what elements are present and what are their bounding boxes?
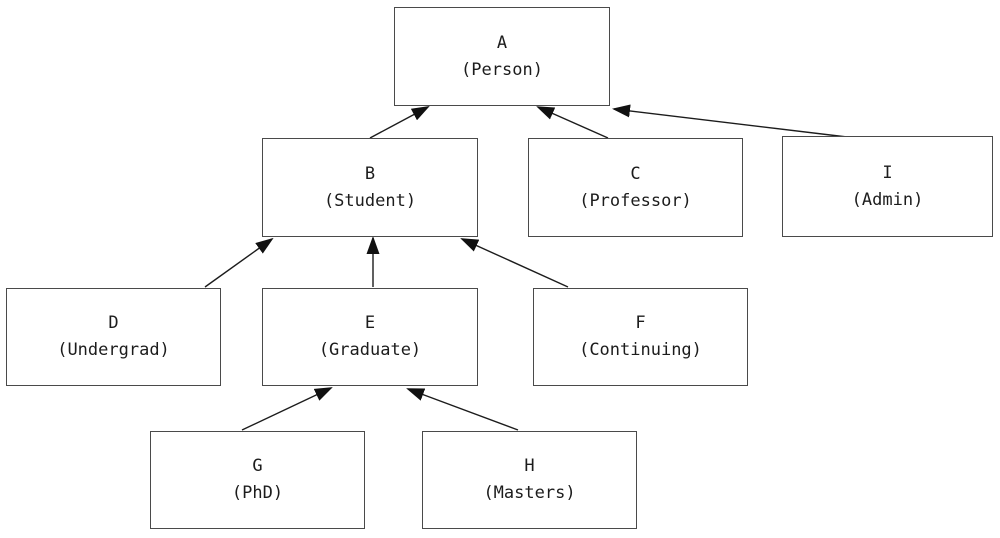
- node-G: G (PhD): [150, 431, 365, 529]
- node-B: B (Student): [262, 138, 478, 237]
- node-sublabel: (Masters): [483, 483, 576, 503]
- edge-G-to-E: [241, 387, 333, 431]
- node-C: C (Professor): [528, 138, 743, 237]
- node-E: E (Graduate): [262, 288, 478, 386]
- node-F: F (Continuing): [533, 288, 748, 386]
- node-label: C: [630, 163, 641, 184]
- node-label: B: [364, 163, 376, 184]
- node-sublabel: (Person): [461, 59, 543, 80]
- node-label: F: [635, 313, 646, 333]
- node-A: A (Person): [394, 7, 610, 106]
- edge-F-to-B: [460, 238, 569, 288]
- node-sublabel: (PhD): [231, 483, 284, 503]
- edge-D-to-B: [204, 237, 274, 288]
- node-label: E: [364, 313, 376, 333]
- node-label: H: [524, 456, 535, 476]
- edge-I-to-A: [612, 104, 848, 138]
- node-label: G: [252, 456, 263, 476]
- edge-B-to-A: [369, 106, 430, 139]
- node-label: D: [108, 313, 119, 333]
- edge-C-to-A: [536, 106, 609, 139]
- node-label: A: [496, 32, 508, 53]
- node-sublabel: (Graduate): [318, 340, 422, 360]
- node-H: H (Masters): [422, 431, 637, 529]
- node-sublabel: (Professor): [579, 190, 692, 211]
- node-sublabel: (Admin): [851, 189, 924, 210]
- node-sublabel: (Continuing): [579, 340, 702, 360]
- node-sublabel: (Undergrad): [57, 340, 170, 360]
- node-label: I: [882, 162, 893, 183]
- edge-H-to-E: [406, 388, 519, 431]
- node-sublabel: (Student): [323, 190, 417, 211]
- node-D: D (Undergrad): [6, 288, 221, 386]
- node-I: I (Admin): [782, 136, 993, 237]
